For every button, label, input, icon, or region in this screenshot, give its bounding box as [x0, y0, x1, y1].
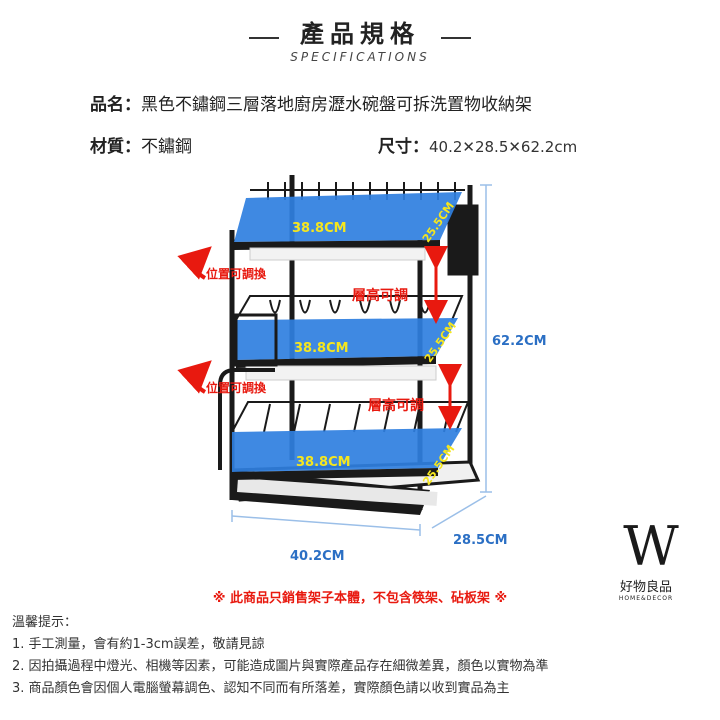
spec-material-label: 材質： — [90, 137, 141, 157]
height-adjust-label-top: 層高可調 — [352, 287, 408, 304]
brand-logo: W 好物良品 HOME&DECOR — [604, 515, 688, 603]
top-width-label: 38.8CM — [292, 221, 347, 236]
height-adjust-label-bottom: 層高可調 — [368, 397, 424, 414]
product-notice: ※ 此商品只銷售架子本體，不包含筷架、砧板架 ※ — [212, 591, 508, 606]
section-header: 產品規格 — [0, 14, 720, 49]
spec-name-row: 品名：黑色不鏽鋼三層落地廚房瀝水碗盤可拆洗置物收納架 — [90, 90, 532, 115]
dimension-lines — [231, 184, 492, 536]
tip-item: 3. 商品顏色會因個人電腦螢幕調色、認知不同而有所落差，實際顏色請以收到實品為主 — [12, 681, 510, 696]
tips-section: 溫馨提示： 1. 手工測量，會有約1-3cm誤差，敬請見諒 2. 因拍攝過程中燈… — [12, 612, 549, 700]
middle-shelf — [218, 295, 464, 470]
swap-label-top: 位置可調換 — [206, 266, 267, 281]
rack-frame — [229, 175, 479, 510]
bottom-shelf — [231, 401, 470, 480]
brand-logo-mark: W — [623, 515, 679, 578]
product-diagram: 38.8CM 25.5CM 38.8CM 25.5CM 38.8CM 25.5C… — [177, 175, 547, 564]
title-right-rule — [441, 36, 472, 39]
tip-item: 2. 因拍攝過程中燈光、相機等因素，可能造成圖片與實際產品存在細微差異，顏色以實… — [12, 659, 549, 674]
bottom-width-label: 38.8CM — [296, 455, 351, 470]
page-title: 產品規格 — [300, 20, 420, 48]
tips-heading: 溫馨提示： — [12, 615, 78, 630]
spec-size-value: 40.2✕28.5✕62.2cm — [429, 138, 578, 156]
brand-tagline: HOME&DECOR — [618, 595, 674, 602]
swap-arrows — [177, 246, 212, 394]
base-depth-label: 28.5CM — [453, 533, 508, 548]
base-width-label: 40.2CM — [290, 549, 345, 564]
spec-size-row: 尺寸：40.2✕28.5✕62.2cm — [378, 132, 577, 157]
spec-size-label: 尺寸： — [378, 137, 429, 157]
spec-name-label: 品名： — [90, 95, 141, 115]
height-adjust-arrows — [424, 246, 462, 430]
swap-label-bottom: 位置可調換 — [206, 380, 267, 395]
total-height-label: 62.2CM — [492, 334, 547, 349]
brand-name: 好物良品 — [619, 580, 672, 595]
middle-width-label: 38.8CM — [294, 341, 349, 356]
top-shelf — [234, 182, 465, 261]
tip-item: 1. 手工測量，會有約1-3cm誤差，敬請見諒 — [12, 637, 265, 652]
spec-material-row: 材質：不鏽鋼 — [90, 132, 192, 157]
spec-name-value: 黑色不鏽鋼三層落地廚房瀝水碗盤可拆洗置物收納架 — [141, 95, 532, 115]
page-subtitle: SPECIFICATIONS — [290, 50, 430, 64]
spec-material-value: 不鏽鋼 — [141, 137, 192, 157]
title-left-rule — [248, 36, 279, 39]
